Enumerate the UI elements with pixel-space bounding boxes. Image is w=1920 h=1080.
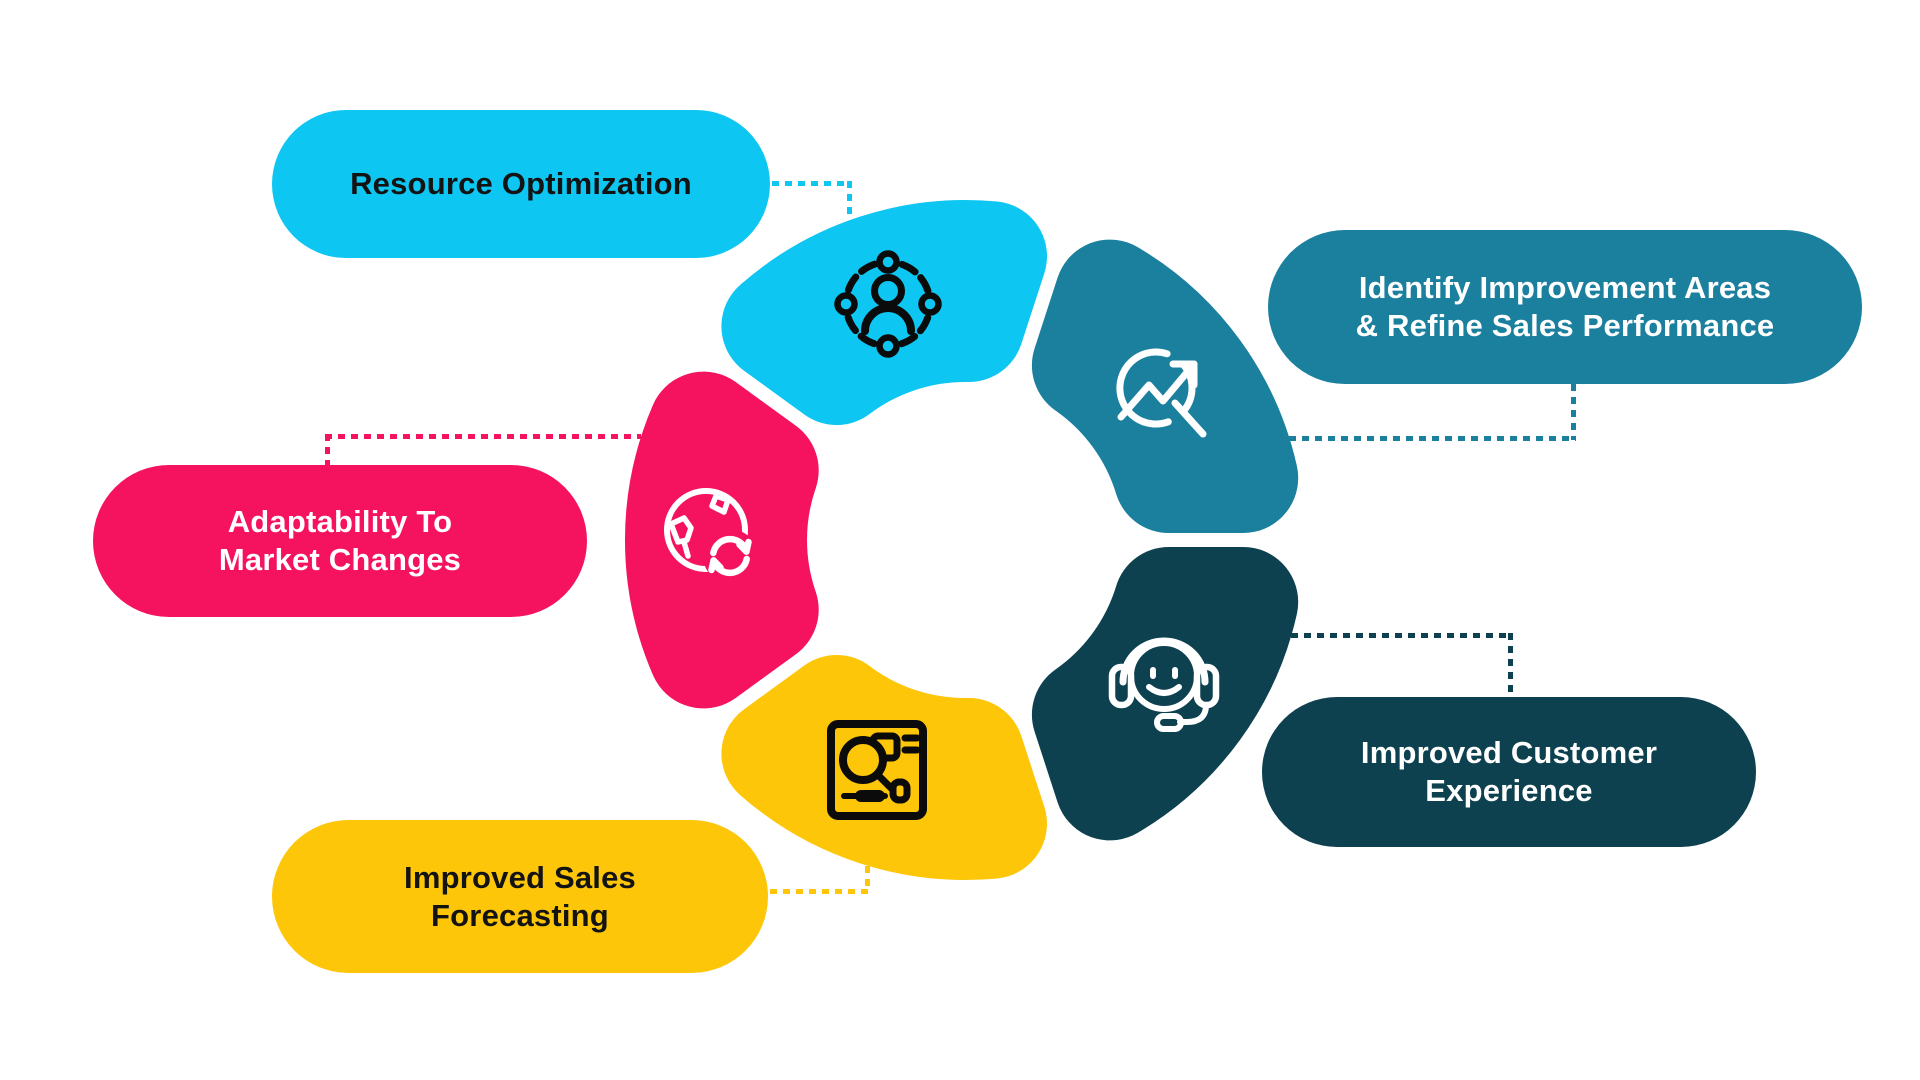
pill-adapt-line1: Adaptability To <box>227 504 453 539</box>
pill-forecast-line2: Forecasting <box>431 897 609 933</box>
pill-resource-label: Resource Optimization <box>350 166 692 201</box>
pill-adapt-line2: Market Changes <box>218 542 462 577</box>
connector-resource-v <box>847 181 852 220</box>
connector-identify-h <box>1289 436 1576 441</box>
connector-resource-h <box>772 181 852 186</box>
pill-customer-line2: Experience <box>1425 773 1593 808</box>
pill-sales-forecasting: Improved Sales Forecasting <box>272 820 768 973</box>
growth-chart-icon <box>1116 348 1207 438</box>
pill-identify-line2: & Refine Sales Performance <box>1355 308 1775 343</box>
pill-identify-line1: Identify Improvement Areas <box>1358 270 1772 305</box>
connector-adapt-h <box>325 434 641 439</box>
pill-forecast-line1: Improved Sales <box>404 859 636 895</box>
globe-refresh-icon <box>664 488 757 583</box>
pill-market-adaptability: Adaptability To Market Changes <box>93 465 587 617</box>
report-search-icon <box>827 720 927 820</box>
team-network-icon <box>834 250 942 358</box>
segment-resource-optimization <box>721 200 1047 425</box>
connector-forecast-h <box>770 889 870 894</box>
pill-customer-experience: Improved Customer Experience <box>1262 697 1756 847</box>
connector-forecast-v <box>865 866 870 891</box>
segment-identify-improvement <box>1031 239 1299 533</box>
connector-adapt-v <box>325 434 330 465</box>
connector-customer-h <box>1291 633 1513 638</box>
pill-identify-improvement: Identify Improvement Areas & Refine Sale… <box>1268 230 1862 384</box>
pill-customer-line1: Improved Customer <box>1360 735 1658 770</box>
connector-identify-v <box>1571 384 1576 440</box>
connector-customer-v <box>1508 633 1513 697</box>
headset-smile-icon <box>1108 637 1220 732</box>
pill-resource-optimization: Resource Optimization <box>272 110 770 258</box>
